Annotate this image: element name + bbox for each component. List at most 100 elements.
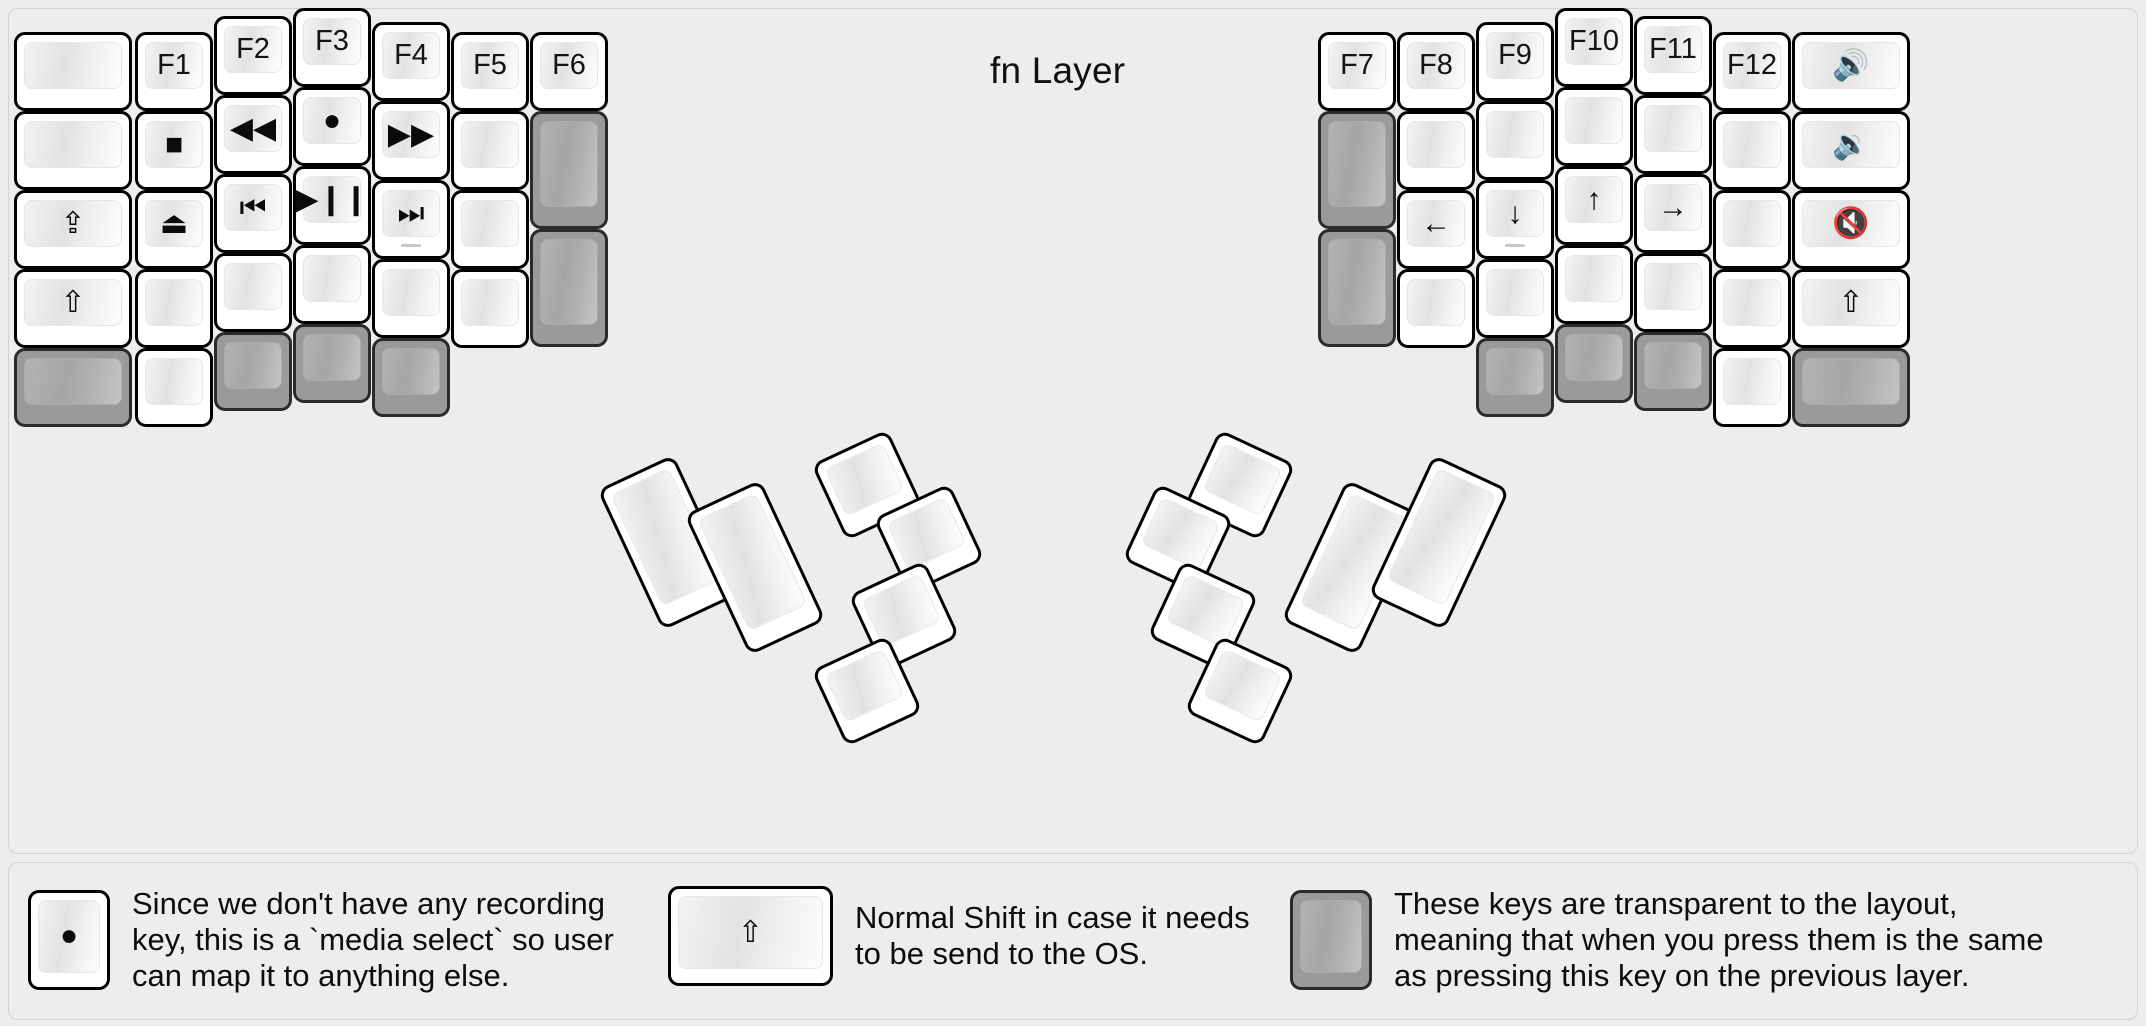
key-blank-r3r4[interactable] — [1476, 259, 1554, 338]
legend-normal-shift: ⇧Normal Shift in case it needs to be sen… — [668, 886, 1250, 986]
key-f8[interactable]: F8 — [1397, 32, 1475, 111]
key-blank-r3r2[interactable] — [1476, 101, 1554, 180]
keycap-legend: F3 — [315, 25, 349, 57]
key-blank-r2r4[interactable] — [1397, 269, 1475, 348]
keycap-legend: F4 — [394, 39, 428, 71]
key-trans-l3r5[interactable] — [214, 332, 292, 411]
key-trans-r5r5[interactable] — [1634, 332, 1712, 411]
key-blank-l3r4[interactable] — [214, 253, 292, 332]
keycap-face — [224, 263, 282, 310]
key-f3[interactable]: F3 — [293, 8, 371, 87]
key-trans-l7r2[interactable] — [530, 111, 608, 229]
key-blank-r5r2[interactable] — [1634, 95, 1712, 174]
keycap-face — [24, 358, 122, 405]
key-trans-r1r3[interactable] — [1318, 229, 1396, 347]
key-blank-l6r3[interactable] — [451, 190, 529, 269]
key-f7[interactable]: F7 — [1318, 32, 1396, 111]
key-f1[interactable]: F1 — [135, 32, 213, 111]
key-f4[interactable]: F4 — [372, 22, 450, 101]
keycap-face — [1407, 279, 1465, 326]
keycap-legend: F7 — [1340, 49, 1374, 81]
key-blank-r4r4[interactable] — [1555, 245, 1633, 324]
key-trans-r4r5[interactable] — [1555, 324, 1633, 403]
keycap-legend: ⇧ — [60, 285, 86, 319]
key-f5[interactable]: F5 — [451, 32, 529, 111]
keycap-face: ◀◀ — [224, 105, 282, 152]
keycap-face — [1140, 496, 1221, 571]
key-trans-l1r5[interactable] — [14, 348, 132, 427]
key-trans-l4r5[interactable] — [293, 324, 371, 403]
key-volume-up[interactable]: 🔊 — [1792, 32, 1910, 111]
legend-key-shift: ⇧ — [668, 886, 833, 986]
key-blank-r5r4[interactable] — [1634, 253, 1712, 332]
key-media-record[interactable]: ● — [293, 87, 371, 166]
key-trans-r7r5[interactable] — [1792, 348, 1910, 427]
key-trans-r3r5[interactable] — [1476, 338, 1554, 417]
home-row-indicator — [1505, 244, 1525, 247]
keycap-legend: ● — [59, 919, 79, 953]
key-blank-l4r4[interactable] — [293, 245, 371, 324]
key-blank-r4r2[interactable] — [1555, 87, 1633, 166]
key-media-play-pause[interactable]: ▶❙❙ — [293, 166, 371, 245]
keycap-face — [24, 42, 122, 89]
key-blank-r6r2[interactable] — [1713, 111, 1791, 190]
key-f9[interactable]: F9 — [1476, 22, 1554, 101]
key-volume-down[interactable]: 🔉 — [1792, 111, 1910, 190]
keycap-face — [1802, 358, 1900, 405]
keycap-face — [540, 239, 598, 325]
key-trans-l7r3[interactable] — [530, 229, 608, 347]
key-f11[interactable]: F11 — [1634, 16, 1712, 95]
key-media-eject[interactable]: ⏏ — [135, 190, 213, 269]
key-f2[interactable]: F2 — [214, 16, 292, 95]
key-blank-r6r3[interactable] — [1713, 190, 1791, 269]
key-trans-l5r5[interactable] — [372, 338, 450, 417]
key-media-fast-forward[interactable]: ▶▶ — [372, 101, 450, 180]
keycap-face — [1644, 342, 1702, 389]
keycap-face: F2 — [224, 26, 282, 73]
keycap-legend: ⇧ — [1838, 285, 1864, 319]
keycap-face: ⏏ — [145, 200, 203, 247]
key-mute[interactable]: 🔇 — [1792, 190, 1910, 269]
keycap-face — [303, 334, 361, 381]
key-media-prev-track[interactable]: ⏮ — [214, 174, 292, 253]
key-media-rewind[interactable]: ◀◀ — [214, 95, 292, 174]
key-blank-r6r4[interactable] — [1713, 269, 1791, 348]
key-shift-right[interactable]: ⇧ — [1792, 269, 1910, 348]
key-blank-l6r4[interactable] — [451, 269, 529, 348]
keycap-face — [224, 342, 282, 389]
keycap-face: F3 — [303, 18, 361, 65]
key-blank-r2r2[interactable] — [1397, 111, 1475, 190]
keycap-face — [1165, 573, 1246, 648]
key-blank-l2r5[interactable] — [135, 348, 213, 427]
key-media-stop[interactable]: ■ — [135, 111, 213, 190]
key-arrow-up[interactable]: ↑ — [1555, 166, 1633, 245]
keycap-face — [1407, 121, 1465, 168]
key-caps-lock[interactable]: ⇪ — [14, 190, 132, 269]
keycap-face — [1644, 263, 1702, 310]
key-blank-l2r4[interactable] — [135, 269, 213, 348]
legend-transparent: These keys are transparent to the layout… — [1290, 886, 2044, 994]
key-f12[interactable]: F12 — [1713, 32, 1791, 111]
key-blank-l1r2[interactable] — [14, 111, 132, 190]
keycap-face: ● — [303, 97, 361, 144]
keycap-face: F4 — [382, 32, 440, 79]
key-blank-r6r5[interactable] — [1713, 348, 1791, 427]
keycap-face: ■ — [145, 121, 203, 168]
keycap-face — [145, 279, 203, 326]
key-blank-l5r4[interactable] — [372, 259, 450, 338]
key-shift-left[interactable]: ⇧ — [14, 269, 132, 348]
key-blank-l6r2[interactable] — [451, 111, 529, 190]
key-arrow-right[interactable]: → — [1634, 174, 1712, 253]
key-blank-l1r1[interactable] — [14, 32, 132, 111]
key-f10[interactable]: F10 — [1555, 8, 1633, 87]
page-title: fn Layer — [990, 50, 1126, 91]
key-trans-r1r2[interactable] — [1318, 111, 1396, 229]
keycap-legend: F11 — [1649, 33, 1697, 65]
key-media-next-track[interactable]: ⏭ — [372, 180, 450, 259]
keycap-face: F12 — [1723, 42, 1781, 89]
key-arrow-left[interactable]: ← — [1397, 190, 1475, 269]
keycap-face: ⇧ — [678, 896, 823, 969]
key-f6[interactable]: F6 — [530, 32, 608, 111]
key-arrow-down[interactable]: ↓ — [1476, 180, 1554, 259]
